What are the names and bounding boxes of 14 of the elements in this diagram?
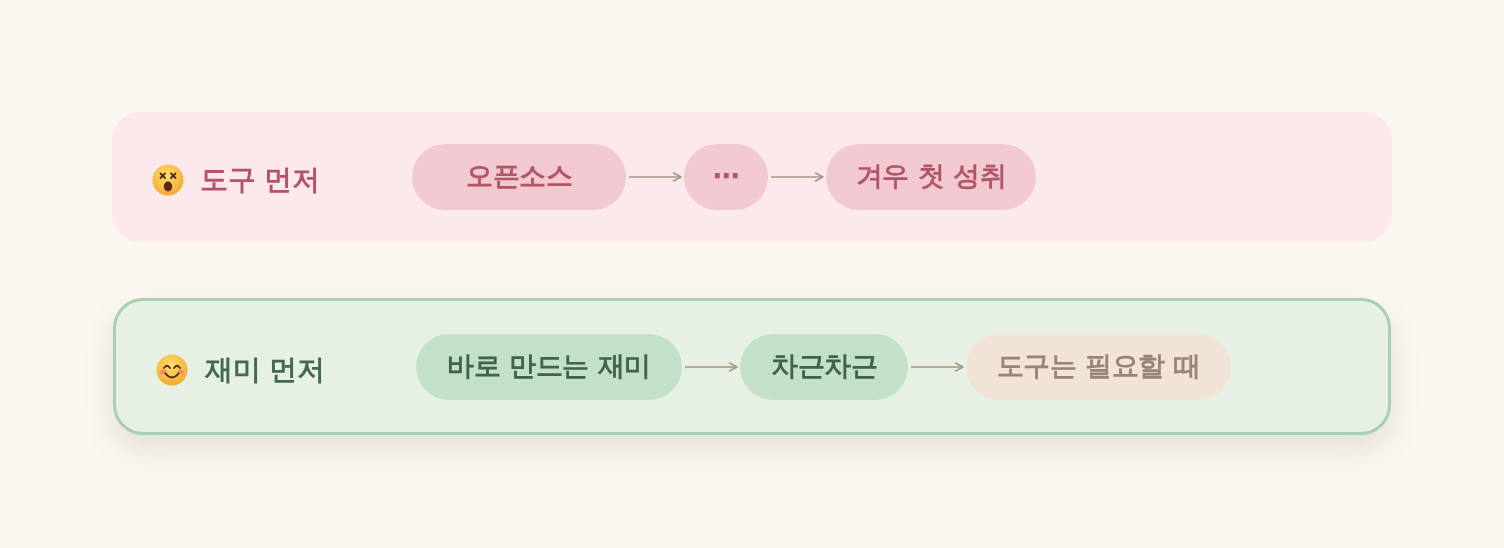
step-pill: ⋯ <box>684 144 768 210</box>
row-panel <box>112 112 1392 242</box>
step-pill: 겨우 첫 성취 <box>826 144 1036 210</box>
step-pill: 도구는 필요할 때 <box>966 334 1231 400</box>
row-panel <box>113 298 1391 435</box>
row-heading: 재미 먼저 <box>205 352 325 388</box>
arrow <box>770 172 824 182</box>
step-pill: 차근차근 <box>740 334 908 400</box>
arrow <box>628 172 682 182</box>
row-heading: 도구 먼저 <box>200 162 320 198</box>
arrow <box>910 362 964 372</box>
step-pill: 오픈소스 <box>412 144 626 210</box>
arrow <box>684 362 738 372</box>
step-pill: 바로 만드는 재미 <box>416 334 682 400</box>
